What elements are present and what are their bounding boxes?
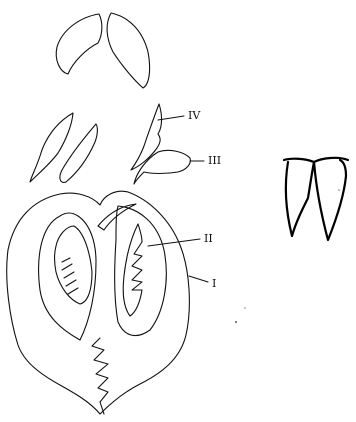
label-iv: IV <box>188 110 200 121</box>
left-appendage-pair <box>30 113 97 182</box>
central-suture <box>92 338 108 414</box>
main-structure-outline <box>7 191 190 414</box>
left-chela <box>55 226 93 304</box>
detail-paired-teeth <box>284 158 348 240</box>
top-lobe-pair <box>56 13 149 88</box>
label-ii: II <box>204 233 213 244</box>
leader-lines <box>148 116 208 282</box>
label-iii: III <box>208 155 221 166</box>
inner-cavities <box>39 206 167 340</box>
right-jaw <box>123 224 142 316</box>
label-i: I <box>212 278 216 289</box>
